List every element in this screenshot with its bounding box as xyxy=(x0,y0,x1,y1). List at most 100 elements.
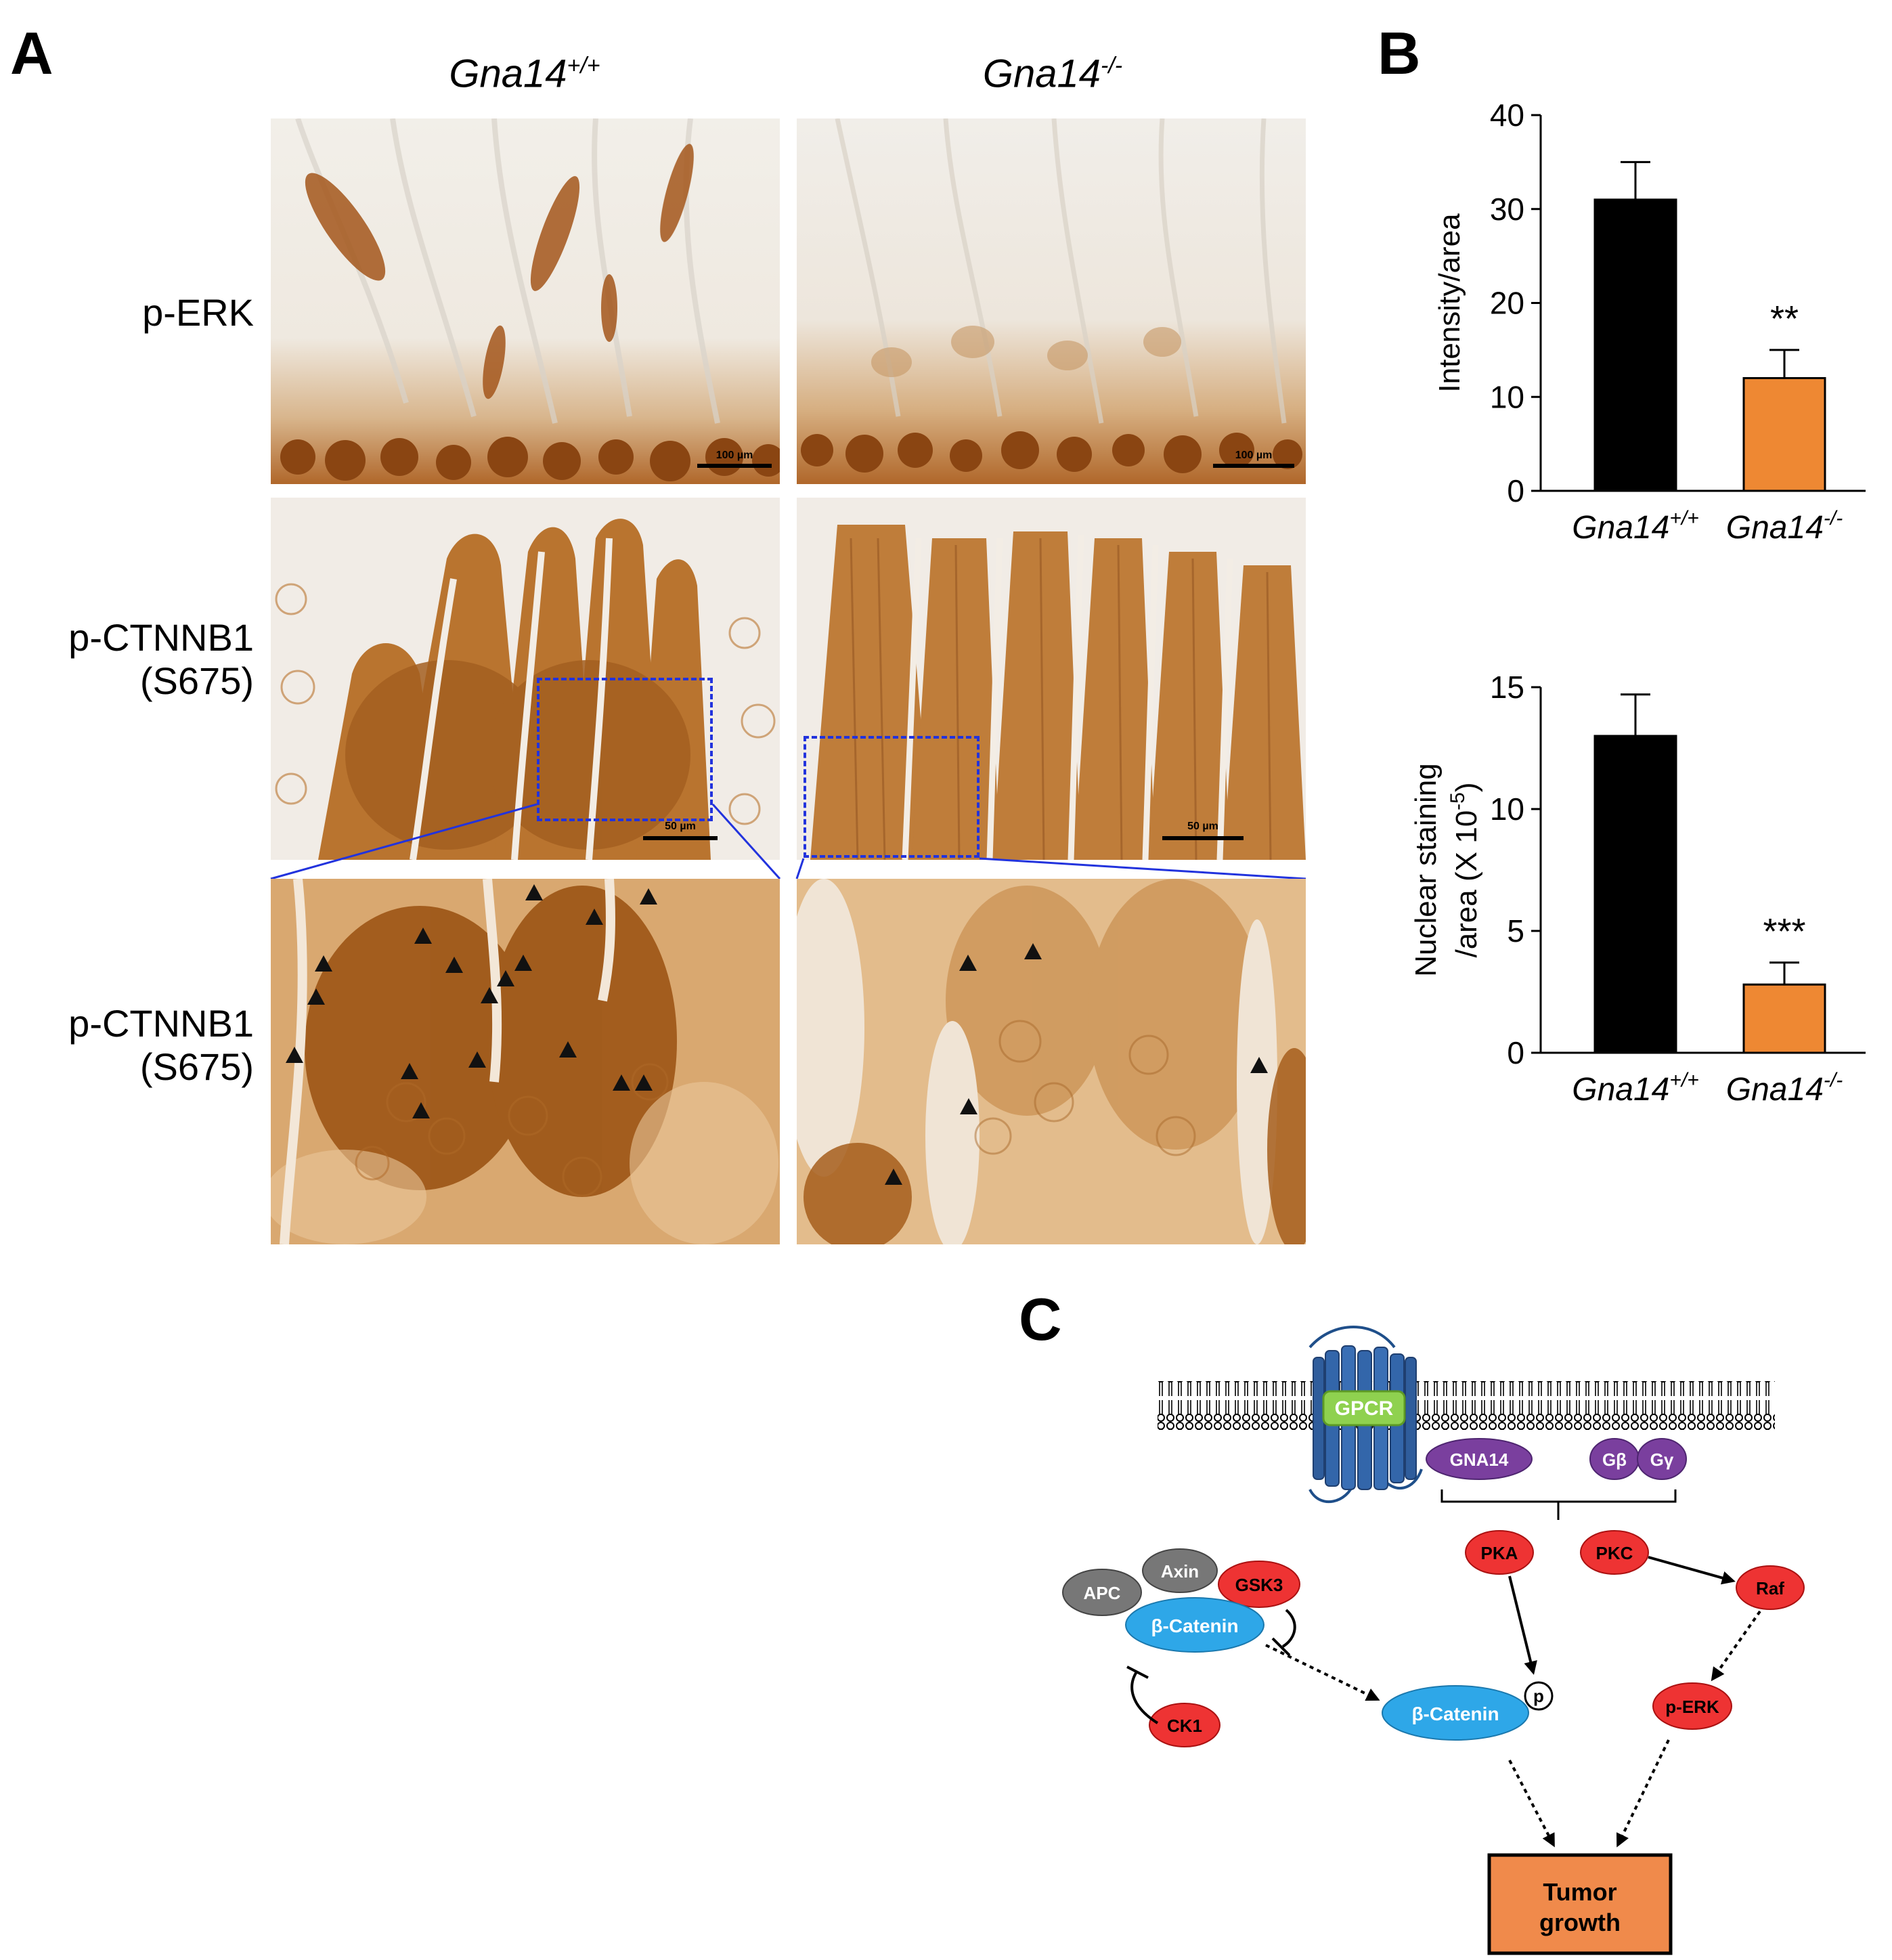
arrowhead-marker xyxy=(414,928,432,944)
arrow-pka-bcatenin xyxy=(1508,1575,1537,1675)
arrow-perk-tumor xyxy=(1616,1739,1670,1848)
scale-bar xyxy=(697,464,772,468)
gna14-label: GNA14 xyxy=(1450,1450,1509,1470)
phospho-label: p xyxy=(1533,1686,1544,1706)
x-tick-label: Gna14+/+ xyxy=(1572,507,1699,546)
arrowhead-marker xyxy=(401,1063,418,1079)
pkc-node xyxy=(1580,1530,1649,1575)
arrowhead-marker xyxy=(885,1169,902,1185)
x-tick-label: Gna14-/- xyxy=(1726,1069,1843,1108)
bar xyxy=(1742,377,1826,492)
panel-b-label: B xyxy=(1378,20,1421,87)
arrowhead-marker xyxy=(497,970,514,986)
y-axis-label: Intensity/area xyxy=(1433,213,1466,393)
row-label-perk: p-ERK xyxy=(142,291,254,334)
pkc-label: PKC xyxy=(1596,1543,1633,1563)
bar xyxy=(1742,983,1826,1054)
ck1-inhibition-arc xyxy=(1130,1670,1159,1724)
row-label-pctnnb1-main: p-CTNNB1(S675) xyxy=(68,616,254,703)
scale-bar-label: 50 µm xyxy=(1187,821,1218,832)
y-tick-label: 0 xyxy=(1507,473,1524,508)
gsk3-node xyxy=(1218,1561,1300,1608)
scale-bar-label: 50 µm xyxy=(665,821,696,832)
bar xyxy=(1593,198,1677,492)
arrow-pkc-raf xyxy=(1648,1556,1736,1585)
ck1-label: CK1 xyxy=(1167,1716,1202,1736)
arrowhead-marker xyxy=(640,888,657,905)
y-tick-label: 10 xyxy=(1490,791,1524,827)
y-axis-label: Nuclear staining xyxy=(1409,763,1443,977)
arrowhead-marker xyxy=(481,987,498,1003)
y-tick-label: 30 xyxy=(1490,192,1524,227)
arrowhead-marker xyxy=(959,955,977,971)
arrowhead-marker xyxy=(613,1074,630,1091)
apc-label: APC xyxy=(1084,1583,1121,1603)
arrowhead-marker xyxy=(286,1047,303,1063)
x-tick-label: Gna14-/- xyxy=(1726,507,1843,546)
g-gamma-label: Gγ xyxy=(1650,1450,1674,1470)
zoom-region-box xyxy=(537,678,713,821)
gpcr-label: GPCR xyxy=(1335,1397,1394,1420)
x-tick-label: Gna14+/+ xyxy=(1572,1069,1699,1108)
y-tick-label: 15 xyxy=(1490,670,1524,705)
gsk3-inhibition-arc xyxy=(1281,1609,1296,1648)
arrowhead-marker xyxy=(468,1051,486,1068)
arrowhead-marker xyxy=(559,1041,577,1058)
tumor-growth-label-2: growth xyxy=(1539,1909,1621,1936)
arrowhead-marker xyxy=(1024,943,1042,959)
gsk3-label: GSK3 xyxy=(1235,1575,1283,1595)
arrowhead-marker xyxy=(412,1102,430,1118)
apc-node xyxy=(1062,1569,1142,1616)
arrow-bcatenin-tumor xyxy=(1508,1760,1555,1848)
scale-bar-label: 100 µm xyxy=(716,450,753,461)
y-tick-label: 10 xyxy=(1490,379,1524,414)
beta-catenin-bound-label: β-Catenin xyxy=(1151,1615,1238,1636)
raf-label: Raf xyxy=(1756,1578,1784,1598)
axin-node xyxy=(1142,1548,1218,1593)
y-tick-label: 40 xyxy=(1490,97,1524,133)
scale-bar-label: 100 µm xyxy=(1235,450,1273,461)
beta-catenin-bound-node xyxy=(1125,1597,1264,1653)
y-axis-label: /area (X 10-5) xyxy=(1447,782,1483,957)
column-header-knockout: Gna14-/- xyxy=(982,51,1123,96)
row-label-pctnnb1-zoom: p-CTNNB1(S675) xyxy=(68,1002,254,1089)
y-tick-label: 5 xyxy=(1507,913,1524,949)
arrowhead-marker xyxy=(445,957,463,973)
pka-label: PKA xyxy=(1481,1543,1518,1563)
column-header-wildtype: Gna14+/+ xyxy=(449,51,600,96)
scale-bar xyxy=(1213,464,1294,468)
g-protein-bracket xyxy=(1440,1489,1677,1503)
micrograph-pctnnb1-zoom-knockout xyxy=(797,879,1306,1244)
micrograph-pctnnb1-knockout: 50 µm xyxy=(797,498,1306,860)
arrowhead-marker xyxy=(315,955,332,972)
micrograph-perk-wildtype: 100 µm xyxy=(271,118,780,484)
pka-node xyxy=(1465,1530,1534,1575)
axin-label: Axin xyxy=(1161,1561,1199,1582)
perk-label: p-ERK xyxy=(1665,1697,1719,1717)
gpcr-label-box xyxy=(1322,1390,1406,1427)
micrograph-pctnnb1-zoom-wildtype xyxy=(271,879,780,1244)
significance-label: *** xyxy=(1763,911,1805,952)
arrowhead-marker xyxy=(1250,1057,1268,1073)
beta-catenin-free-node xyxy=(1382,1685,1529,1741)
perk-node xyxy=(1652,1682,1732,1730)
g-gamma-node xyxy=(1637,1438,1687,1480)
raf-node xyxy=(1736,1565,1805,1610)
scale-bar xyxy=(1162,836,1244,840)
arrowhead-marker xyxy=(525,884,543,900)
panel-c-label: C xyxy=(1019,1286,1062,1353)
arrowhead-marker xyxy=(586,909,603,925)
beta-catenin-free-label: β-Catenin xyxy=(1411,1703,1499,1724)
significance-label: ** xyxy=(1770,299,1799,339)
arrow-complex-bcatenin xyxy=(1265,1644,1380,1701)
arrowhead-marker xyxy=(307,988,325,1005)
cell-membrane xyxy=(1158,1381,1775,1430)
arrowhead-marker xyxy=(514,955,532,971)
y-tick-label: 20 xyxy=(1490,286,1524,321)
arrowhead-marker xyxy=(635,1074,653,1091)
panel-a-label: A xyxy=(10,20,53,87)
phospho-marker xyxy=(1524,1681,1554,1711)
